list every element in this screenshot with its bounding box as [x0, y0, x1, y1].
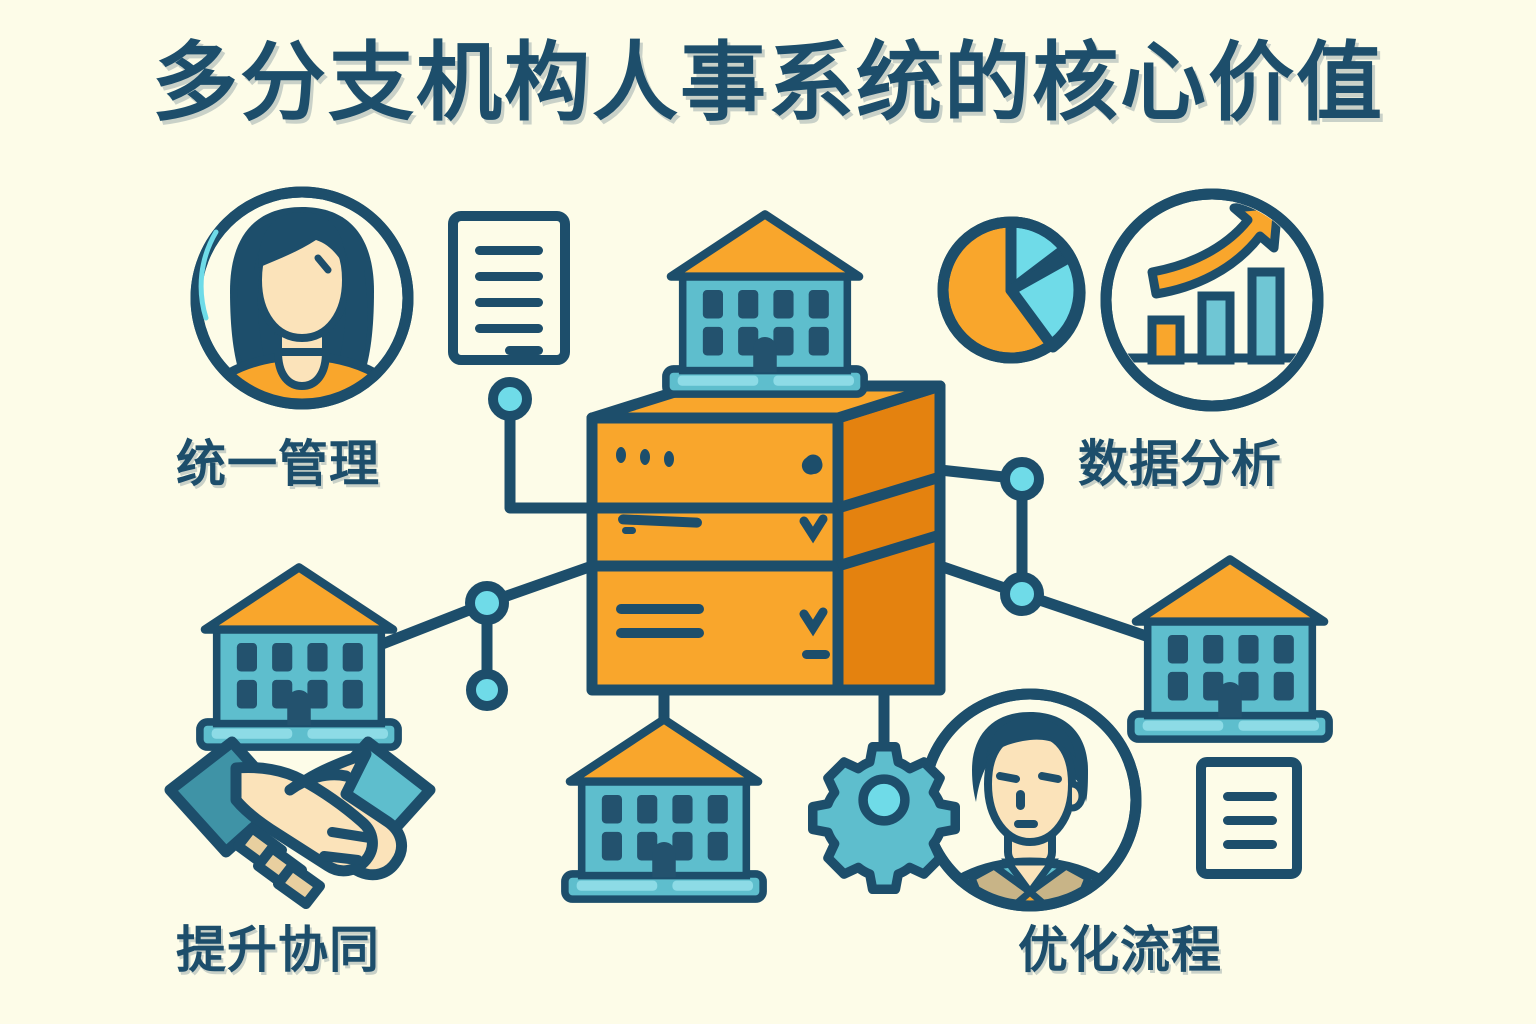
connector-node-icon	[1000, 572, 1044, 616]
label-improve-collaboration: 提升协同	[176, 921, 380, 979]
document-icon[interactable]	[453, 216, 565, 360]
label-optimize-process: 优化流程	[1018, 921, 1222, 979]
pie-chart-icon[interactable]	[937, 216, 1086, 364]
branch-building-icon[interactable]	[565, 719, 763, 899]
central-hr-system-server[interactable]	[586, 380, 946, 696]
branch-building-icon[interactable]	[200, 567, 398, 747]
person-male-avatar-icon[interactable]	[918, 688, 1142, 962]
connector-node-icon	[465, 581, 509, 625]
gear-icon[interactable]	[813, 747, 956, 890]
connector-nodes	[465, 377, 1044, 711]
label-unified-management: 统一管理	[176, 435, 380, 493]
connector-node-icon	[1000, 457, 1044, 501]
branch-building-icon[interactable]	[666, 214, 864, 394]
connector-node-icon	[488, 377, 532, 421]
server-indicator-dots	[616, 447, 674, 467]
person-female-avatar-icon[interactable]	[186, 186, 418, 460]
label-data-analytics: 数据分析	[1078, 435, 1282, 493]
bar-chart-growth-icon[interactable]	[1100, 188, 1324, 412]
document-small-icon[interactable]	[1201, 762, 1297, 874]
connector-node-icon	[466, 669, 508, 711]
branch-building-icon[interactable]	[1131, 559, 1329, 739]
handshake-icon[interactable]	[164, 736, 436, 909]
